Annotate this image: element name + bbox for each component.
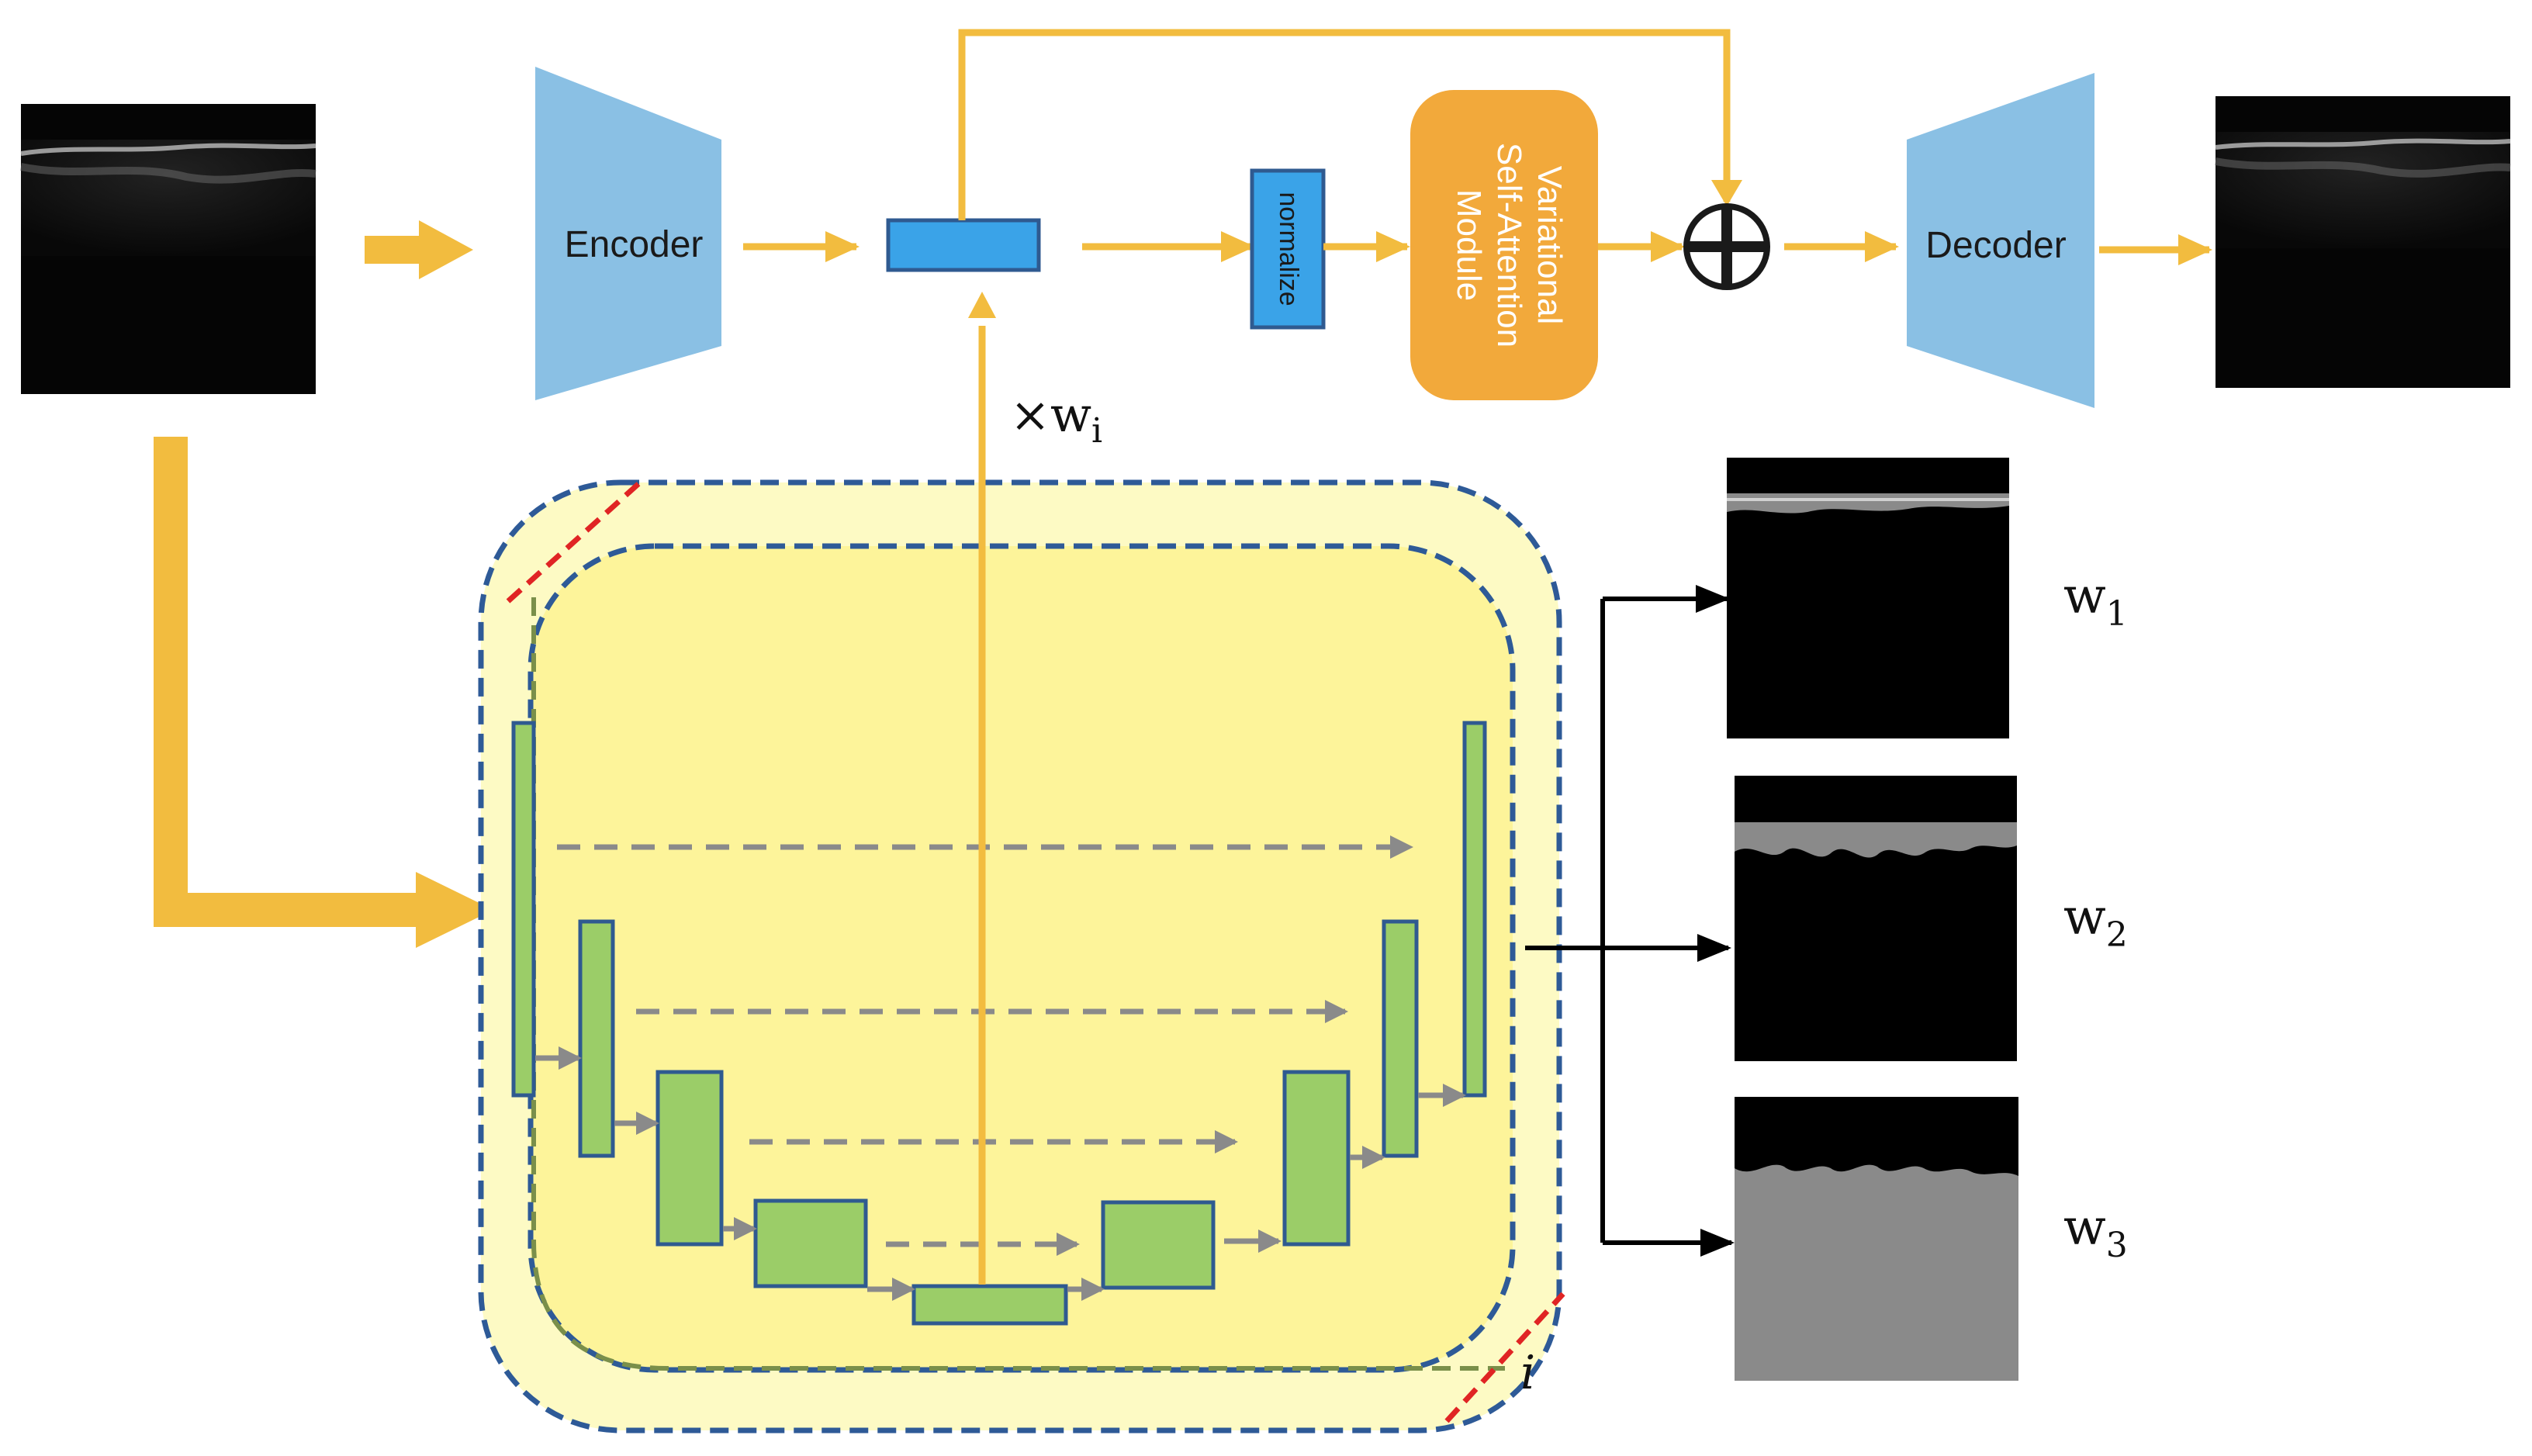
unet-enc-block-3: [655, 1070, 724, 1247]
vsam-line-3: Module: [1450, 189, 1488, 301]
weight-label-1-sub: 1: [2106, 594, 2128, 634]
svg-text:w1: w1: [2063, 568, 2128, 634]
mask-branch-arrows: [1525, 585, 1735, 1257]
weight-label-2-base: w: [2063, 889, 2106, 946]
oct-output-image: [2215, 96, 2511, 388]
variational-self-attention-module: Variational Self-Attention Module: [1410, 90, 1598, 400]
oplus-icon: [1683, 203, 1770, 290]
encoder-label: Encoder: [565, 224, 704, 265]
input-to-encoder-arrow: [365, 220, 473, 279]
ensemble-cut-top: [506, 480, 642, 603]
normalize-block: normalize: [1250, 168, 1326, 330]
input-to-unet-arrow: [154, 437, 493, 948]
weight-symbol: w: [1050, 386, 1091, 443]
weight-label-1: w1: [2063, 568, 2128, 634]
vsam-line-1: Variational: [1531, 166, 1569, 325]
svg-text:×wi: ×wi: [1010, 386, 1102, 451]
times-weight-label: ×wi: [1010, 386, 1102, 451]
svg-text:w3: w3: [2063, 1199, 2128, 1265]
unet-dec-block-2: [1382, 919, 1419, 1158]
skip-connection-arrow: [958, 29, 1742, 220]
oct-input-image: [19, 104, 316, 394]
normalize-label: normalize: [1274, 192, 1303, 306]
unet-bottleneck: [911, 1284, 1068, 1326]
unet-enc-block-2: [578, 919, 615, 1158]
svg-text:w2: w2: [2063, 889, 2128, 955]
vsam-line-2: Self-Attention: [1490, 143, 1528, 348]
mask-image-1: [1727, 458, 2009, 738]
unet-enc-block-1: [511, 721, 536, 1098]
ensemble-index-label: i: [1520, 1346, 1535, 1400]
unet-dec-block-1: [1462, 721, 1487, 1098]
weight-label-2: w2: [2063, 889, 2128, 955]
weight-label-1-base: w: [2063, 568, 2106, 625]
decoder-label: Decoder: [1925, 225, 2066, 266]
weight-arrow: [968, 292, 996, 1285]
unet-dec-block-4: [1101, 1200, 1216, 1290]
ensemble-cut-bottom: [1444, 1292, 1565, 1423]
times-symbol: ×: [1010, 386, 1050, 443]
weight-index: i: [1091, 411, 1102, 451]
unet-dec-block-3: [1282, 1070, 1351, 1247]
unet-enc-block-4: [753, 1198, 868, 1288]
decoder-block: Decoder: [1907, 73, 2094, 408]
weight-label-2-sub: 2: [2106, 915, 2128, 955]
weight-label-3-sub: 3: [2106, 1226, 2128, 1265]
encoder-block: Encoder: [535, 67, 721, 400]
mask-image-2: [1735, 776, 2017, 1061]
mask-image-3: [1735, 1097, 2018, 1381]
weight-label-3: w3: [2063, 1199, 2128, 1265]
latent-feature-block: [886, 218, 1041, 272]
weight-label-3-base: w: [2063, 1199, 2106, 1257]
